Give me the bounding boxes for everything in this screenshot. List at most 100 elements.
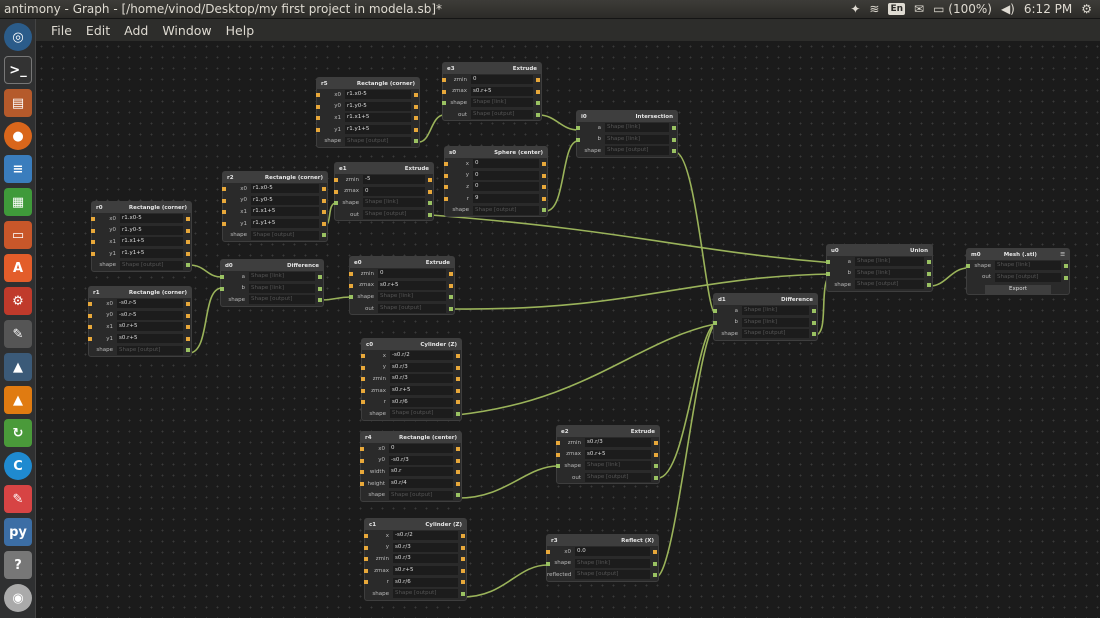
numeric-output-port[interactable] — [461, 580, 465, 585]
numeric-output-port[interactable] — [186, 240, 190, 245]
numeric-output-port[interactable] — [322, 221, 326, 226]
row-value-field[interactable]: r1.y1+5 — [345, 125, 411, 135]
menu-edit[interactable]: Edit — [85, 22, 111, 38]
row-value-field[interactable]: r1.y1+5 — [120, 249, 183, 259]
row-value-field[interactable]: -s0.r/2 — [390, 351, 453, 361]
row-value-field[interactable]: s0.r/4 — [389, 479, 453, 489]
shape-input-port[interactable] — [826, 271, 830, 276]
numeric-output-port[interactable] — [186, 325, 190, 330]
updater-icon[interactable]: ↻ — [4, 419, 32, 447]
shape-input-port[interactable] — [966, 264, 970, 268]
shape-output-port[interactable] — [536, 101, 540, 106]
row-value-field[interactable]: 0 — [363, 186, 425, 196]
row-value-field[interactable]: Shape [output] — [393, 589, 458, 599]
row-value-field[interactable]: Shape [output] — [995, 272, 1061, 282]
numeric-output-port[interactable] — [542, 162, 546, 166]
numeric-input-port[interactable] — [361, 400, 365, 405]
row-value-field[interactable]: 0.0 — [575, 547, 650, 557]
numeric-input-port[interactable] — [360, 470, 364, 475]
numeric-input-port[interactable] — [316, 104, 320, 109]
row-value-field[interactable]: s0.r/3 — [393, 554, 458, 564]
shape-output-port[interactable] — [672, 126, 676, 130]
shape-output-port[interactable] — [1064, 264, 1068, 268]
shape-input-port[interactable] — [826, 260, 830, 264]
row-value-field[interactable]: Shape [link] — [605, 123, 669, 133]
row-value-field[interactable]: r1.x1+5 — [120, 237, 183, 247]
row-value-field[interactable]: Shape [link] — [605, 134, 669, 144]
row-value-field[interactable]: r1.y1+5 — [251, 219, 319, 229]
numeric-input-port[interactable] — [349, 272, 353, 276]
files-icon[interactable]: ▤ — [4, 89, 32, 117]
shape-input-port[interactable] — [220, 286, 224, 291]
shape-output-port[interactable] — [927, 260, 931, 264]
row-value-field[interactable]: Shape [output] — [251, 230, 319, 240]
row-value-field[interactable]: s0.r/6 — [393, 577, 458, 587]
mail-icon[interactable]: ✉ — [914, 2, 925, 16]
shape-output-port[interactable] — [186, 263, 190, 268]
power-gear-icon[interactable]: ⚙ — [1081, 2, 1092, 16]
numeric-input-port[interactable] — [442, 78, 446, 82]
row-value-field[interactable]: s0.r+5 — [117, 334, 183, 344]
numeric-output-port[interactable] — [456, 400, 460, 405]
row-value-field[interactable]: 0 — [473, 159, 539, 169]
numeric-input-port[interactable] — [546, 550, 550, 554]
shape-output-port[interactable] — [1064, 275, 1068, 280]
numeric-input-port[interactable] — [556, 441, 560, 445]
volume-icon[interactable]: ◀) — [1000, 2, 1015, 16]
row-value-field[interactable]: s0.r+5 — [585, 449, 651, 459]
shape-output-port[interactable] — [927, 283, 931, 288]
numeric-input-port[interactable] — [364, 557, 368, 562]
numeric-output-port[interactable] — [542, 196, 546, 201]
row-value-field[interactable]: Shape [output] — [390, 409, 453, 419]
export-button[interactable]: Export — [985, 285, 1051, 295]
numeric-output-port[interactable] — [414, 93, 418, 97]
shape-output-port[interactable] — [318, 298, 322, 303]
numeric-output-port[interactable] — [428, 189, 432, 194]
shape-output-port[interactable] — [536, 112, 540, 117]
shape-output-port[interactable] — [927, 271, 931, 276]
wifi-icon[interactable]: ≋ — [869, 2, 880, 16]
numeric-output-port[interactable] — [461, 557, 465, 562]
numeric-output-port[interactable] — [186, 313, 190, 318]
shape-output-port[interactable] — [672, 149, 676, 154]
keyboard-layout-indicator[interactable]: En — [888, 3, 906, 15]
row-value-field[interactable]: s0.r/3 — [390, 374, 453, 384]
clock[interactable]: 6:12 PM — [1023, 2, 1073, 16]
numeric-output-port[interactable] — [461, 545, 465, 550]
row-value-field[interactable]: s0.r/3 — [585, 438, 651, 448]
numeric-input-port[interactable] — [442, 89, 446, 94]
row-value-field[interactable]: s0.r+5 — [390, 386, 453, 396]
row-value-field[interactable]: r1.y0-5 — [251, 195, 319, 205]
numeric-input-port[interactable] — [361, 388, 365, 393]
libreoffice-calc-icon[interactable]: ▦ — [4, 188, 32, 216]
numeric-input-port[interactable] — [222, 187, 226, 191]
numeric-input-port[interactable] — [316, 127, 320, 132]
row-value-field[interactable]: Shape [output] — [585, 473, 651, 483]
numeric-output-port[interactable] — [322, 187, 326, 191]
shape-input-port[interactable] — [442, 101, 446, 106]
row-value-field[interactable]: 0 — [389, 444, 453, 454]
row-value-field[interactable]: Shape [output] — [117, 345, 183, 355]
system-settings-icon[interactable]: ⚙ — [4, 287, 32, 315]
row-value-field[interactable]: Shape [link] — [742, 317, 809, 327]
numeric-output-port[interactable] — [186, 217, 190, 221]
numeric-output-port[interactable] — [414, 104, 418, 109]
